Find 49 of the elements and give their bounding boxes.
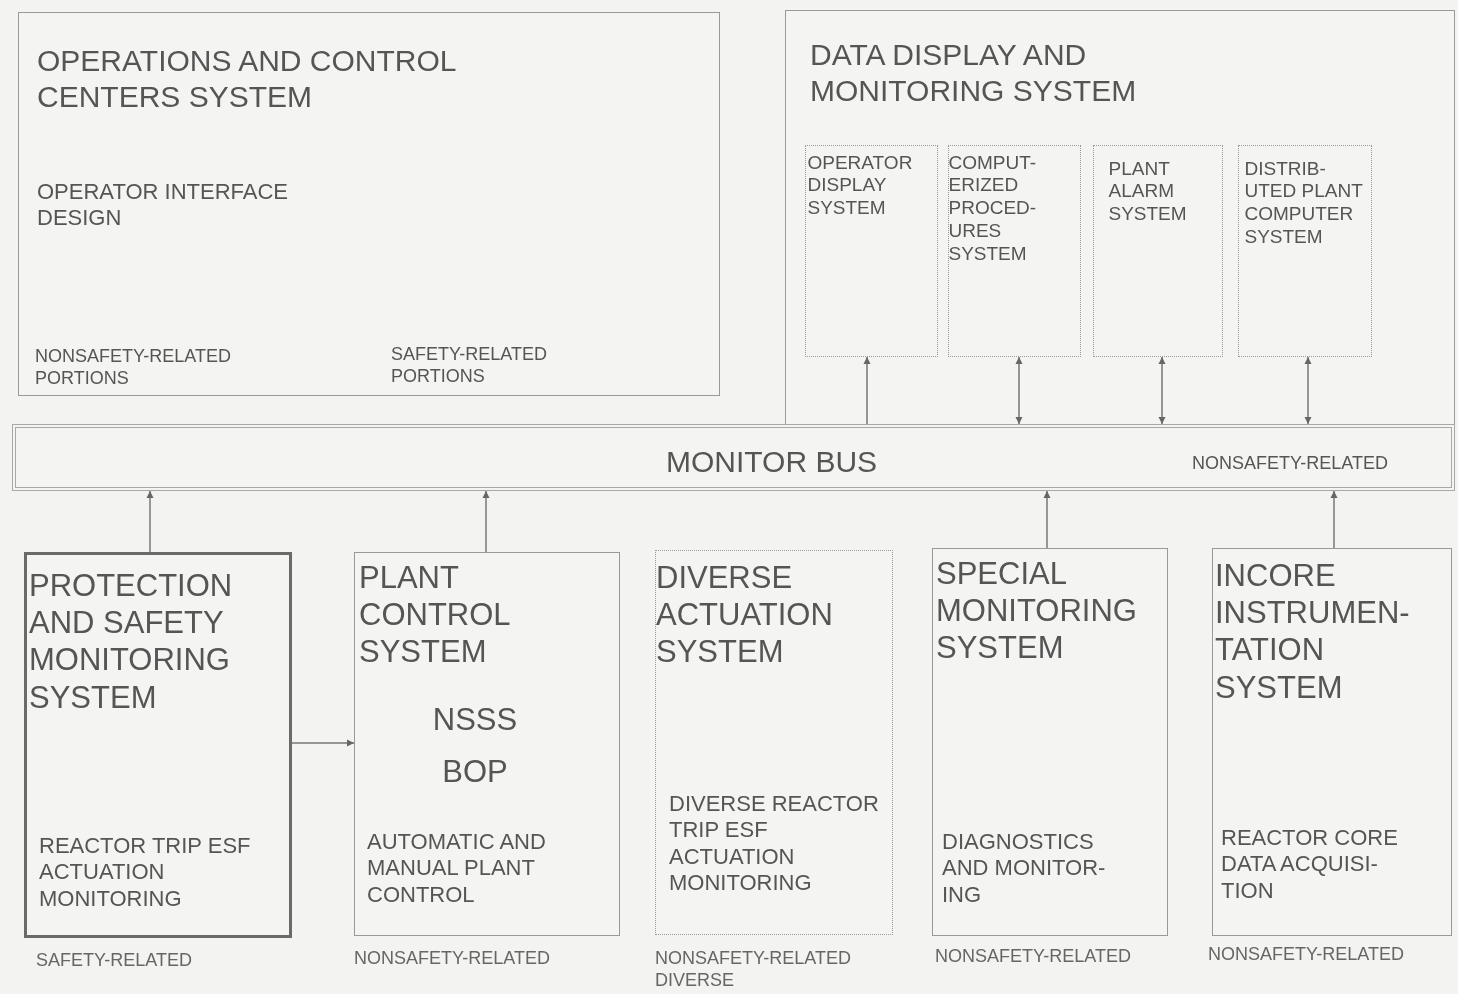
system-label: NSSS (431, 701, 519, 739)
system-box (804, 144, 938, 357)
system-box (785, 10, 1455, 425)
system-label: DIVERSE REACTOR TRIP ESF ACTUATION MONITORING (669, 791, 880, 897)
system-title: INCORE INSTRUMEN- TATION SYSTEM (1215, 557, 1411, 706)
system-box (18, 12, 720, 396)
classification-label: NONSAFETY-RELATED DIVERSE (655, 948, 853, 992)
system-title: SPECIAL MONITORING SYSTEM (936, 555, 1138, 667)
system-title: PROTECTION AND SAFETY MONITORING SYSTEM (29, 567, 234, 716)
system-box (24, 552, 292, 938)
system-box (947, 144, 1081, 357)
system-title: MONITOR BUS (666, 444, 879, 480)
arrow (1043, 490, 1051, 549)
system-title: PLANT ALARM SYSTEM (1108, 157, 1188, 226)
arrow (1158, 356, 1166, 425)
system-title: DIVERSE ACTUATION SYSTEM (656, 559, 834, 671)
system-label: NONSAFETY-RELATED (1192, 453, 1390, 475)
system-label: REACTOR TRIP ESF ACTUATION MONITORING (39, 833, 252, 913)
classification-label: NONSAFETY-RELATED (1208, 944, 1406, 966)
arrow (863, 356, 871, 425)
arrow (1304, 356, 1312, 425)
system-box (12, 424, 1455, 491)
system-box (1092, 144, 1223, 357)
system-label: OPERATOR INTERFACE DESIGN (37, 179, 289, 232)
system-box (932, 548, 1168, 936)
classification-label: NONSAFETY-RELATED (935, 946, 1133, 968)
system-title: DATA DISPLAY AND MONITORING SYSTEM (810, 37, 1138, 109)
arrow (1015, 356, 1023, 425)
system-label: REACTOR CORE DATA ACQUISI- TION (1221, 825, 1399, 905)
system-label: SAFETY-RELATED PORTIONS (391, 344, 549, 388)
arrow (482, 490, 490, 553)
system-title: DISTRIB- UTED PLANT COMPUTER SYSTEM (1244, 157, 1364, 249)
system-title: OPERATOR DISPLAY SYSTEM (807, 151, 914, 220)
system-label: AUTOMATIC AND MANUAL PLANT CONTROL (367, 829, 547, 909)
system-box (655, 550, 893, 935)
system-box (1237, 144, 1372, 357)
arrow (291, 739, 355, 747)
system-label: DIAGNOSTICS AND MONITOR- ING (942, 829, 1107, 909)
classification-label: NONSAFETY-RELATED (354, 948, 552, 970)
system-box (1212, 548, 1452, 936)
system-title: PLANT CONTROL SYSTEM (359, 559, 511, 671)
system-label: NONSAFETY-RELATED PORTIONS (35, 346, 233, 390)
arrow (1330, 490, 1338, 549)
system-title: OPERATIONS AND CONTROL CENTERS SYSTEM (37, 43, 457, 115)
arrow (146, 490, 154, 553)
system-title: COMPUT- ERIZED PROCED- URES SYSTEM (948, 151, 1038, 266)
system-label: BOP (441, 753, 509, 791)
classification-label: SAFETY-RELATED (36, 950, 194, 972)
system-box (354, 552, 620, 936)
